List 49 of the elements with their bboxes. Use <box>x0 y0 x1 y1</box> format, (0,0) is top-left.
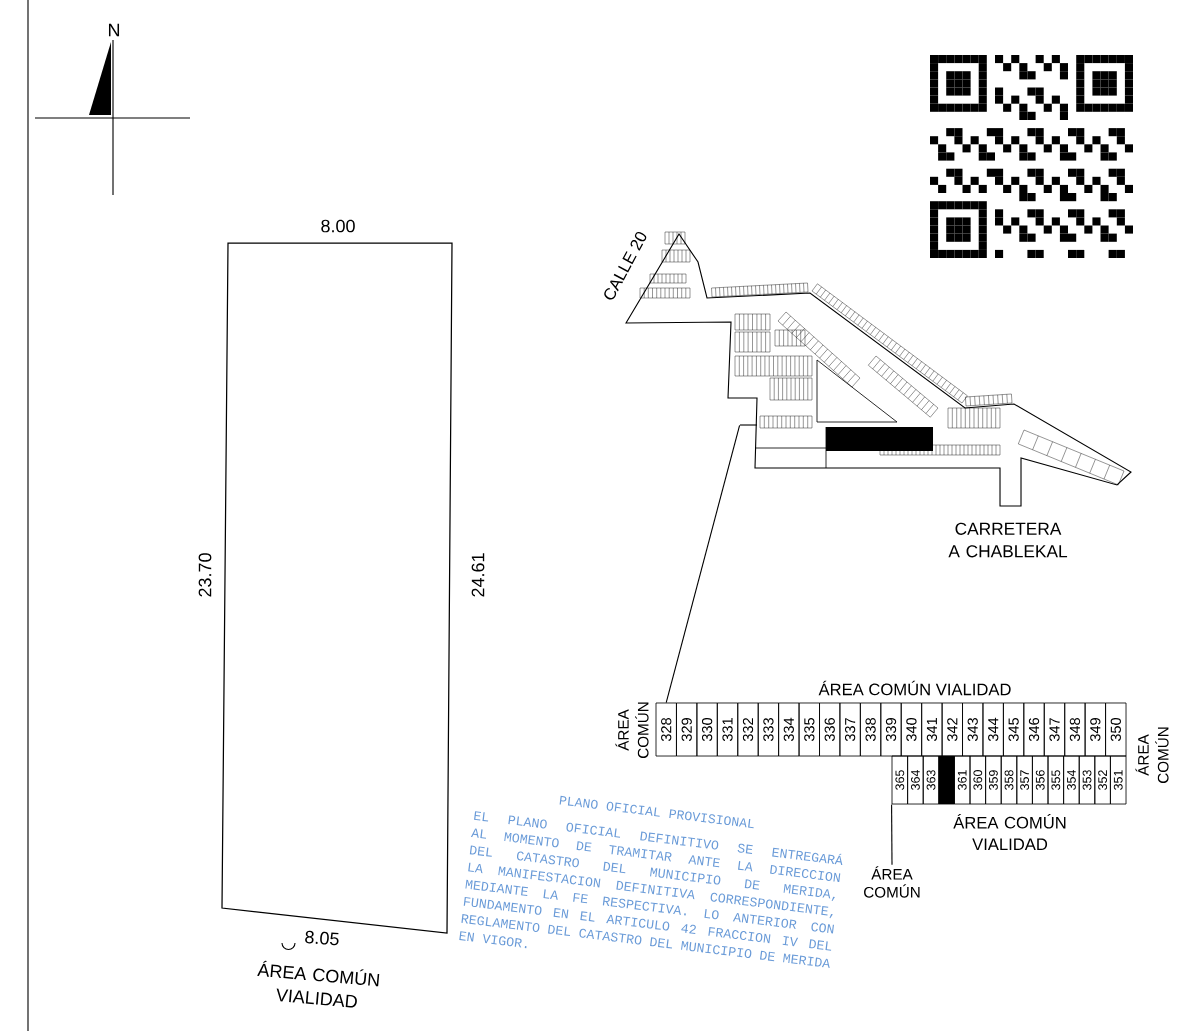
lot-cell: 358 <box>1000 755 1018 805</box>
lot-cell: 343 <box>962 702 984 757</box>
lot-cell: 338 <box>860 702 882 757</box>
area-label: ÁREA COMÚN VIALIDAD <box>818 680 1011 696</box>
lot-cell: 332 <box>737 702 759 757</box>
lot-cell: 333 <box>757 702 780 757</box>
lot-cell: 335 <box>798 702 820 757</box>
lot-cell: 347 <box>1043 702 1066 757</box>
leader-line <box>891 803 893 866</box>
lot-cell: 361 <box>954 755 971 805</box>
lot-cell: 329 <box>676 702 698 757</box>
area-label: ÁREA COMÚN VIALIDAD <box>953 814 1066 850</box>
lot-cell: 346 <box>1023 702 1045 757</box>
lot-cell: 340 <box>900 702 923 757</box>
lot-cell: 365 <box>891 755 909 805</box>
area-label: ÁREA COMÚN <box>1135 727 1169 783</box>
area-label: ÁREA COMÚN <box>615 702 649 758</box>
lot-cell: 337 <box>839 702 861 757</box>
lot-cell: 342 <box>941 702 963 757</box>
lot-cell: 344 <box>982 702 1004 757</box>
road-label: CARRETERA A CHABLEKAL <box>948 522 1068 558</box>
lot-cell: 348 <box>1064 702 1086 757</box>
lot-cell: 357 <box>1016 755 1033 805</box>
lot-cell: 328 <box>655 702 677 757</box>
north-label: N <box>109 23 120 37</box>
lot-cell: 349 <box>1084 702 1106 757</box>
lot-cell: 331 <box>716 702 739 757</box>
area-label: ÁREA COMÚN VIALIDAD <box>257 960 380 1008</box>
lot-cell: 354 <box>1063 755 1080 805</box>
lot-cell: 330 <box>696 702 718 757</box>
lot-cell: 336 <box>819 702 841 757</box>
lot-cell: 360 <box>969 755 987 805</box>
dimension-label: 8.05 <box>305 930 339 946</box>
lot-cell: 341 <box>921 702 943 757</box>
area-label: ÁREA COMÚN <box>864 866 920 898</box>
leader-line <box>665 424 741 704</box>
lot-cell: 364 <box>907 755 924 805</box>
lot-cell: 345 <box>1003 702 1025 757</box>
lot-cell: 359 <box>985 755 1002 805</box>
filled-lot <box>938 755 955 805</box>
dimension-label: 24.61 <box>471 553 485 597</box>
lot-cell: 339 <box>880 702 902 757</box>
lot-cell: 353 <box>1078 755 1096 805</box>
lot-cell: 351 <box>1110 755 1127 805</box>
lot-cell: 350 <box>1105 702 1127 757</box>
lot-cell: 352 <box>1094 755 1111 805</box>
lot-cell: 356 <box>1032 755 1049 805</box>
lot-cell: 355 <box>1047 755 1065 805</box>
lot-cell: 334 <box>778 702 800 757</box>
